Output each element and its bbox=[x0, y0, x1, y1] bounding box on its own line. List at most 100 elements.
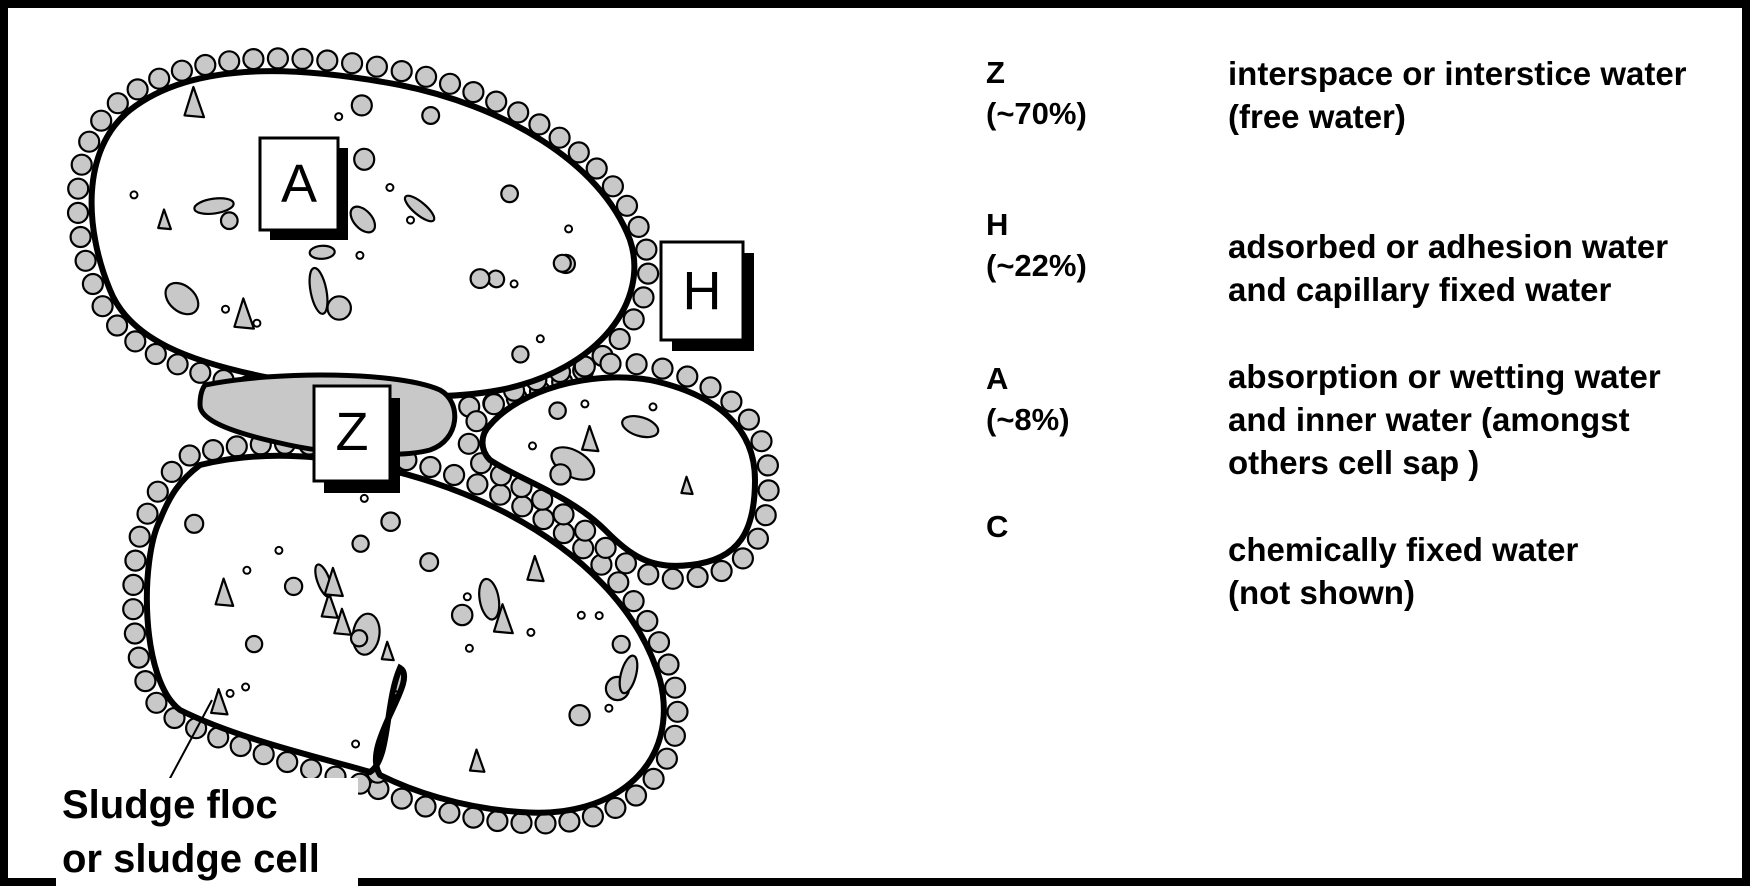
bead bbox=[636, 240, 656, 260]
bead bbox=[68, 179, 88, 199]
bead bbox=[721, 392, 741, 412]
particle-dot bbox=[565, 225, 572, 232]
bead bbox=[536, 813, 556, 833]
legend-desc-z: interspace or interstice water (free wat… bbox=[1228, 52, 1687, 138]
bead bbox=[554, 504, 574, 524]
particle-dot bbox=[511, 280, 518, 287]
bead bbox=[688, 567, 708, 587]
particle-round bbox=[352, 95, 372, 115]
bead bbox=[392, 61, 412, 81]
particle-round bbox=[185, 515, 203, 533]
bead bbox=[129, 648, 149, 668]
bead bbox=[634, 287, 654, 307]
particle-dot bbox=[386, 184, 393, 191]
bead bbox=[665, 678, 685, 698]
bead bbox=[268, 48, 288, 68]
bead bbox=[138, 504, 158, 524]
particle-round bbox=[422, 107, 439, 124]
bead bbox=[463, 808, 483, 828]
bead bbox=[72, 155, 92, 175]
bead bbox=[467, 411, 487, 431]
label-z: Z bbox=[336, 402, 369, 462]
bead bbox=[123, 599, 143, 619]
bead bbox=[534, 509, 554, 529]
particle-dot bbox=[578, 612, 585, 619]
bead bbox=[467, 474, 487, 494]
bead bbox=[146, 693, 166, 713]
bead bbox=[701, 377, 721, 397]
bead bbox=[610, 329, 630, 349]
particle-round bbox=[246, 636, 262, 652]
particle-dot bbox=[243, 567, 250, 574]
bead bbox=[663, 569, 683, 589]
particle-dot bbox=[464, 593, 471, 600]
bead bbox=[107, 316, 127, 336]
particle-ellipse bbox=[309, 245, 335, 259]
bead bbox=[277, 752, 297, 772]
bead bbox=[367, 57, 387, 77]
bead bbox=[659, 655, 679, 675]
bead bbox=[459, 434, 479, 454]
bead bbox=[638, 264, 658, 284]
particle-round bbox=[353, 536, 369, 552]
particle-round bbox=[452, 605, 472, 625]
bead bbox=[487, 811, 507, 831]
particle-dot bbox=[275, 547, 282, 554]
bead bbox=[123, 575, 143, 595]
bead bbox=[463, 82, 483, 102]
bead bbox=[317, 51, 337, 71]
bead bbox=[554, 523, 574, 543]
particle-dot bbox=[605, 705, 612, 712]
label-h-box: H bbox=[661, 242, 754, 351]
particle-round bbox=[221, 212, 238, 229]
bead bbox=[665, 726, 685, 746]
bead bbox=[342, 53, 362, 73]
bead bbox=[752, 431, 772, 451]
particle-dot bbox=[222, 306, 229, 313]
bead bbox=[162, 462, 182, 482]
bead bbox=[392, 789, 412, 809]
bead bbox=[130, 527, 150, 547]
bead bbox=[512, 813, 532, 833]
legend-desc-h: adsorbed or adhesion water and capillary… bbox=[1228, 225, 1668, 311]
bead bbox=[125, 624, 145, 644]
legend-code-h: H (~22%) bbox=[986, 204, 1087, 286]
bead bbox=[644, 769, 664, 789]
particle-ellipse bbox=[354, 148, 375, 170]
particle-round bbox=[570, 705, 590, 725]
bead bbox=[301, 760, 321, 780]
particle-dot bbox=[596, 612, 603, 619]
bead bbox=[293, 49, 313, 69]
bead bbox=[420, 457, 440, 477]
bead bbox=[668, 702, 688, 722]
legend-code-c: C bbox=[986, 506, 1008, 547]
bead bbox=[758, 455, 778, 475]
bead bbox=[444, 465, 464, 485]
particle-round bbox=[328, 296, 351, 319]
bead bbox=[626, 786, 646, 806]
bead bbox=[677, 367, 697, 387]
bead bbox=[756, 505, 776, 525]
bead bbox=[733, 548, 753, 568]
bead bbox=[575, 521, 595, 541]
bead bbox=[79, 132, 99, 152]
particle-dot bbox=[650, 403, 657, 410]
particle-round bbox=[471, 269, 490, 288]
bead bbox=[149, 69, 169, 89]
legend-code-z: Z (~70%) bbox=[986, 52, 1087, 134]
particle-dot bbox=[527, 629, 534, 636]
bead bbox=[512, 496, 532, 516]
bead bbox=[91, 111, 111, 131]
particle-dot bbox=[581, 400, 588, 407]
bead bbox=[172, 61, 192, 81]
bead bbox=[416, 797, 436, 817]
bead bbox=[653, 359, 673, 379]
bead bbox=[627, 354, 647, 374]
bead bbox=[486, 92, 506, 112]
particle-dot bbox=[529, 442, 536, 449]
particle-dot bbox=[253, 320, 260, 327]
particle-round bbox=[554, 255, 571, 272]
bead bbox=[439, 803, 459, 823]
bead bbox=[195, 55, 215, 75]
particle-dot bbox=[361, 495, 368, 502]
